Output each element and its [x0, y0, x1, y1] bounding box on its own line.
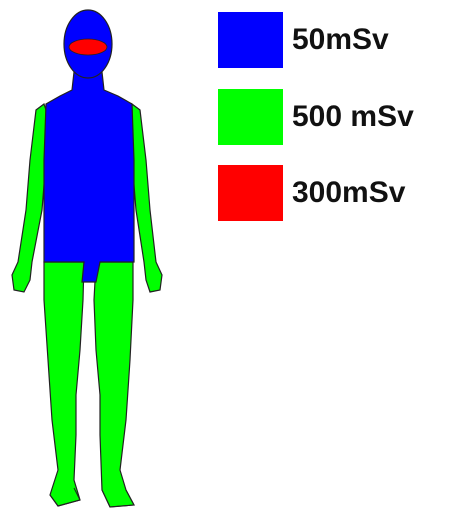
body-dose-figure	[0, 0, 170, 518]
left-arm-region	[12, 104, 46, 292]
legend-label: 300mSv	[292, 173, 405, 213]
legend-item-low-dose: 50mSv	[218, 12, 458, 68]
right-leg-region	[94, 262, 134, 507]
torso-region	[44, 72, 134, 282]
right-arm-region	[132, 104, 162, 292]
eye-region	[69, 39, 107, 55]
left-leg-region	[44, 262, 84, 506]
legend-swatch-green	[218, 89, 283, 145]
legend-item-high-dose: 500 mSv	[218, 89, 458, 145]
legend-swatch-red	[218, 165, 283, 221]
legend-label: 500 mSv	[292, 97, 414, 137]
legend-swatch-blue	[218, 12, 283, 68]
legend-label: 50mSv	[292, 20, 389, 60]
legend-item-eye-dose: 300mSv	[218, 165, 458, 221]
